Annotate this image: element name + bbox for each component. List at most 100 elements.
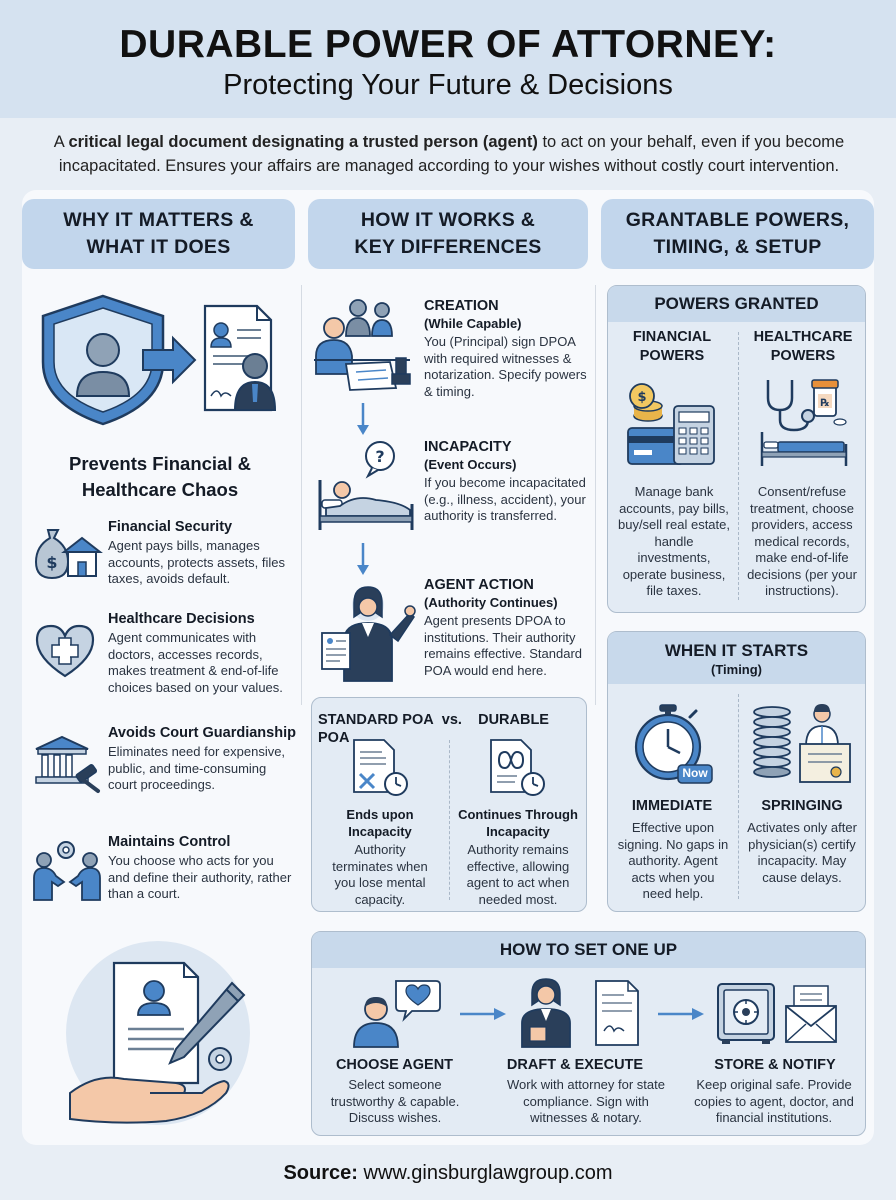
choose-agent-title: CHOOSE AGENT	[335, 1057, 454, 1073]
prevents-heading: Prevents Financial & Healthcare Chaos	[40, 451, 280, 503]
courthouse-gavel-icon	[35, 735, 100, 793]
column-header-how-line1: HOW IT WORKS &	[360, 209, 536, 231]
intro-text: A critical legal document designating a …	[24, 130, 874, 178]
creation-title: CREATION	[424, 298, 499, 314]
creation-sub: (While Capable)	[424, 316, 522, 331]
compare-header: STANDARD POA vs. DURABLE POA	[318, 711, 580, 747]
column-header-why-line2: WHAT IT DOES	[86, 236, 231, 258]
continues-through-incapacity-title: Continues Through Incapacity	[458, 807, 578, 839]
page-title: DURABLE POWER OF ATTORNEY:	[119, 23, 777, 66]
immediate-title: IMMEDIATE	[631, 798, 713, 814]
incapacity-text: If you become incapacitated (e.g., illne…	[424, 475, 586, 523]
maintains-control-title: Maintains Control	[108, 834, 231, 850]
healthcare-decisions-title: Healthcare Decisions	[108, 611, 255, 627]
timing-header	[608, 632, 865, 684]
arrow-down-icon	[357, 403, 369, 435]
arrow-right-icon	[460, 1008, 506, 1020]
column-header-how-line2: KEY DIFFERENCES	[354, 236, 542, 258]
ends-upon-incapacity-text: Authority terminates when you lose menta…	[332, 842, 428, 907]
column-header-powers: GRANTABLE POWERS, TIMING, & SETUP	[601, 199, 874, 269]
agent-action-text: Agent presents DPOA to institutions. The…	[424, 613, 583, 678]
svg-text:$: $	[637, 390, 646, 405]
document-x-clock-icon	[353, 739, 408, 796]
stethoscope-bed-icon: ℞	[760, 379, 848, 466]
intro-prefix: A	[53, 133, 69, 151]
heart-cross-icon	[35, 624, 95, 678]
choose-agent-icon	[353, 980, 441, 1048]
timing-title: WHEN IT STARTS	[664, 641, 809, 660]
arrow-right-icon	[658, 1008, 704, 1020]
standard-poa-label: STANDARD POA	[318, 712, 434, 728]
prevents-heading-line2: Healthcare Chaos	[81, 479, 239, 500]
money-house-icon: $	[34, 529, 103, 580]
timing-sub: (Timing)	[710, 662, 763, 677]
svg-text:$: $	[46, 553, 57, 572]
svg-text:℞: ℞	[821, 398, 830, 409]
ends-upon-incapacity-title: Ends upon Incapacity	[346, 807, 414, 839]
creation-text: You (Principal) sign DPOA with required …	[424, 334, 587, 399]
coins-card-calculator-icon: $	[627, 383, 715, 465]
column-header-powers-line1: GRANTABLE POWERS,	[625, 209, 850, 231]
prevents-heading-line1: Prevents Financial &	[69, 453, 251, 474]
incapacity-title: INCAPACITY	[424, 439, 512, 455]
incapacity-sub: (Event Occurs)	[424, 457, 517, 472]
avoids-court-text: Eliminates need for expensive, public, a…	[108, 744, 286, 792]
choose-agent-text: Select someone trustworthy & capable. Di…	[330, 1077, 460, 1125]
column-header-why-line1: WHY IT MATTERS &	[63, 209, 254, 231]
agent-presenting-icon	[321, 586, 416, 682]
source-label: Source:	[283, 1162, 358, 1184]
column-header-powers-line2: TIMING, & SETUP	[653, 236, 822, 258]
healthcare-powers-title: HEALTHCARE POWERS	[753, 329, 853, 364]
source-line: Source: www.ginsburglawgroup.com	[0, 1162, 896, 1185]
signing-document-icon	[314, 299, 411, 391]
agent-action-title: AGENT ACTION	[424, 577, 534, 593]
page-subtitle: Protecting Your Future & Decisions	[223, 69, 673, 101]
immediate-text: Effective upon signing. No gaps in autho…	[617, 820, 729, 901]
setup-header	[312, 932, 865, 968]
avoids-court-title: Avoids Court Guardianship	[108, 725, 296, 741]
column-header-why: WHY IT MATTERS & WHAT IT DOES	[22, 199, 295, 269]
powers-granted-title: POWERS GRANTED	[654, 294, 819, 313]
powers-granted-header	[608, 286, 865, 322]
financial-security-text: Agent pays bills, manages accounts, prot…	[108, 538, 286, 586]
draft-execute-title: DRAFT & EXECUTE	[506, 1057, 644, 1073]
vs-label: vs.	[441, 712, 462, 728]
compare-divider	[449, 740, 450, 900]
column-divider	[301, 285, 302, 705]
store-notify-text: Keep original safe. Provide copies to ag…	[694, 1077, 854, 1125]
intro-rest: to act on your behalf, even if you becom…	[58, 133, 845, 175]
powers-divider	[738, 332, 739, 600]
timing-divider	[738, 694, 739, 899]
stopwatch-icon	[634, 704, 713, 784]
document-infinity-clock-icon	[490, 739, 545, 796]
durable-poa-label: DURABLE POA	[318, 712, 549, 746]
financial-powers-text: Manage bank accounts, pay bills, buy/sel…	[617, 484, 730, 598]
safe-envelope-icon	[717, 983, 837, 1044]
healthcare-decisions-text: Agent communicates with doctors, accesse…	[108, 630, 283, 695]
column-divider	[595, 285, 596, 705]
shield-document-icon	[41, 294, 277, 426]
agent-action-sub: (Authority Continues)	[424, 595, 558, 610]
source-url: www.ginsburglawgroup.com	[363, 1162, 613, 1184]
draft-execute-text: Work with attorney for state compliance.…	[507, 1077, 665, 1125]
springing-text: Activates only after physician(s) certif…	[747, 820, 857, 885]
financial-powers-title: FINANCIAL POWERS	[632, 329, 712, 364]
financial-security-title: Financial Security	[108, 519, 233, 535]
healthcare-powers-text: Consent/refuse treatment, choose provide…	[747, 484, 857, 598]
svg-text:?: ?	[375, 447, 384, 466]
store-notify-title: STORE & NOTIFY	[714, 1057, 836, 1073]
arrow-down-icon	[357, 543, 369, 575]
page-header: DURABLE POWER OF ATTORNEY: Protecting Yo…	[0, 0, 896, 118]
continues-through-incapacity-text: Authority remains effective, allowing ag…	[466, 842, 570, 907]
now-badge: Now	[682, 766, 708, 780]
setup-title: HOW TO SET ONE UP	[499, 940, 678, 959]
hand-document-pen-icon	[66, 941, 250, 1125]
springing-title: SPRINGING	[761, 798, 843, 814]
draft-execute-icon	[521, 978, 639, 1048]
spring-doctor-certificate-icon	[753, 704, 851, 783]
hospital-bed-icon: ?	[318, 441, 414, 530]
maintains-control-text: You choose who acts for you and define t…	[108, 853, 292, 901]
handshake-gear-icon	[33, 841, 101, 901]
column-header-how: HOW IT WORKS & KEY DIFFERENCES	[308, 199, 588, 269]
intro-bold: critical legal document designating a tr…	[68, 133, 538, 151]
